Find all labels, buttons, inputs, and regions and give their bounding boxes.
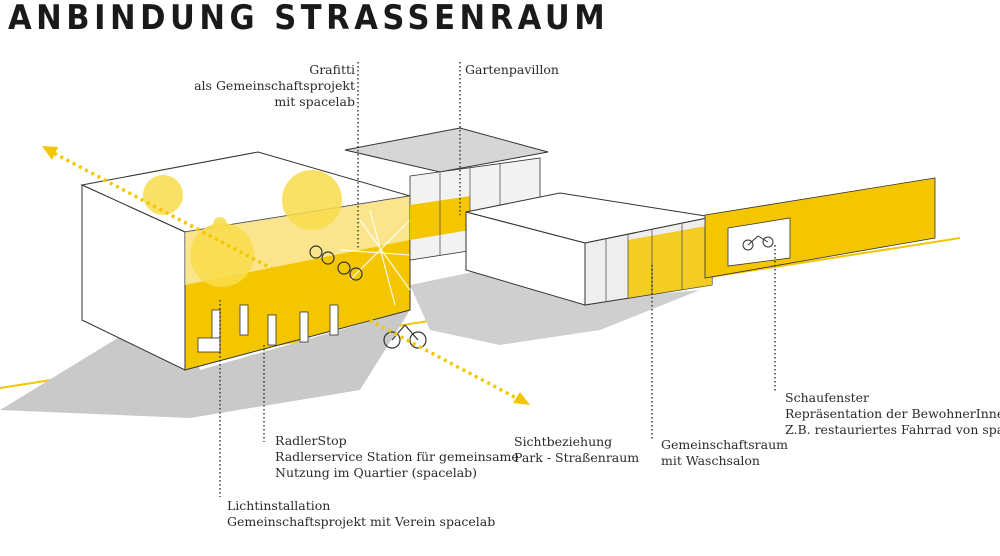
light-sphere (143, 175, 183, 215)
label-schaufenster: Schaufenster Repräsentation der Bewohner… (785, 390, 1000, 437)
label-radlerstop: RadlerStop Radlerservice Station für gem… (275, 433, 519, 480)
bicycle-icon (742, 235, 774, 251)
sightline-arrowhead-end (513, 392, 530, 405)
shadow-radlerstop (0, 300, 410, 418)
label-gartenpavillon: Gartenpavillon (465, 62, 559, 77)
label-grafitti: Grafitti als Gemeinschaftsprojekt mit sp… (194, 62, 355, 109)
page-title: ANBINDUNG STRASSENRAUM (8, 0, 610, 38)
people-figures (197, 304, 339, 353)
sightline-arrowhead-start (42, 146, 58, 160)
leader-lines (219, 62, 776, 497)
light-sphere (190, 223, 254, 287)
label-lichtinstallation: Lichtinstallation Gemeinschaftsprojekt m… (227, 498, 496, 529)
gemeinschaft-yellow (628, 225, 712, 298)
pavillon-roof (344, 127, 549, 173)
label-gemeinschaftsraum: Gemeinschaftsraum mit Waschsalon (661, 437, 788, 468)
light-sphere (282, 170, 342, 230)
sightline-arrow (47, 148, 525, 404)
shadow-gemeinschaft (430, 290, 700, 345)
light-sphere (213, 217, 227, 231)
gemeinschaft-mullions (605, 224, 683, 302)
label-sichtbeziehung: Sichtbeziehung Park - Straßenraum (514, 434, 640, 465)
